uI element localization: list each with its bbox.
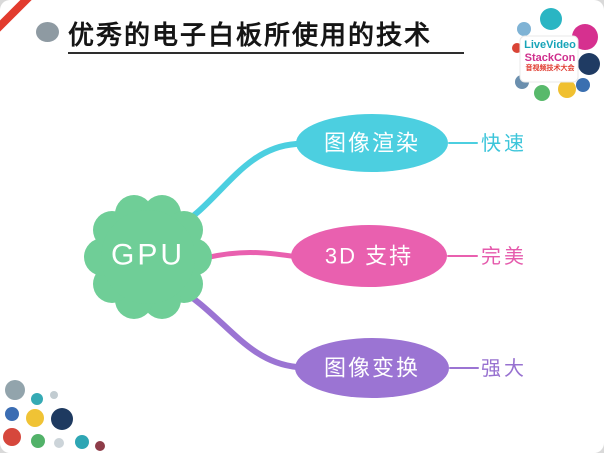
logo-bubble [517,22,531,36]
branch-note-perfect: 完美 [481,246,527,269]
bottom-left-dots [3,380,105,451]
node-ellipse-transform [295,338,449,398]
dot [50,391,58,399]
logo-bubble [576,78,590,92]
logo-bubble [578,53,600,75]
dot [3,428,21,446]
dot [31,393,43,405]
cloud-body [101,210,195,304]
dot [95,441,105,451]
branch-note-fast: 快速 [481,133,527,156]
branch-curve-middle [202,250,294,261]
dot [31,434,45,448]
logo-bubble [540,8,562,30]
title-underline [68,52,464,54]
dot [5,407,19,421]
branch-label-transform: 图像变换 [323,355,421,381]
speech-bubble-icon [36,22,59,42]
slide-title: 优秀的电子白板所使用的技术 [68,20,433,50]
dot [51,408,73,430]
dot [75,435,89,449]
branch-note-powerful: 强大 [481,358,527,381]
branch-label-render: 图像渲染 [323,130,421,156]
node-ellipse-render [296,114,448,172]
dot [26,409,44,427]
branch-label-3d: 3D 支持 [324,243,414,269]
logo-bubble [534,85,550,101]
node-ellipse-3d [291,225,447,287]
logo-bubble [558,80,576,98]
conference-logo [512,8,600,101]
gpu-cloud-node [84,195,212,319]
gpu-node-label: GPU [110,238,186,272]
dot [54,438,64,448]
dot [5,380,25,400]
logo-card [519,35,579,83]
